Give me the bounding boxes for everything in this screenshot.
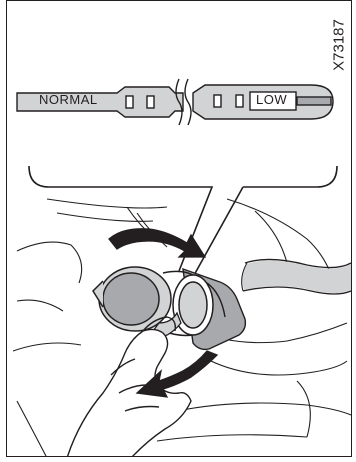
callout-pointer [29,166,337,277]
rotate-arrow-icon [109,229,205,257]
hand-illustration [67,317,191,457]
illustration-frame: NORMAL LOW X73187 [6,0,352,457]
figure-id: X73187 [329,5,349,85]
dipstick-low-label: LOW [256,93,287,107]
figure-id-text: X73187 [331,19,348,71]
dipstick-normal-label: NORMAL [39,93,98,107]
reservoir-cap-illustration [93,267,213,336]
washer-fluid-illustration [7,1,352,457]
